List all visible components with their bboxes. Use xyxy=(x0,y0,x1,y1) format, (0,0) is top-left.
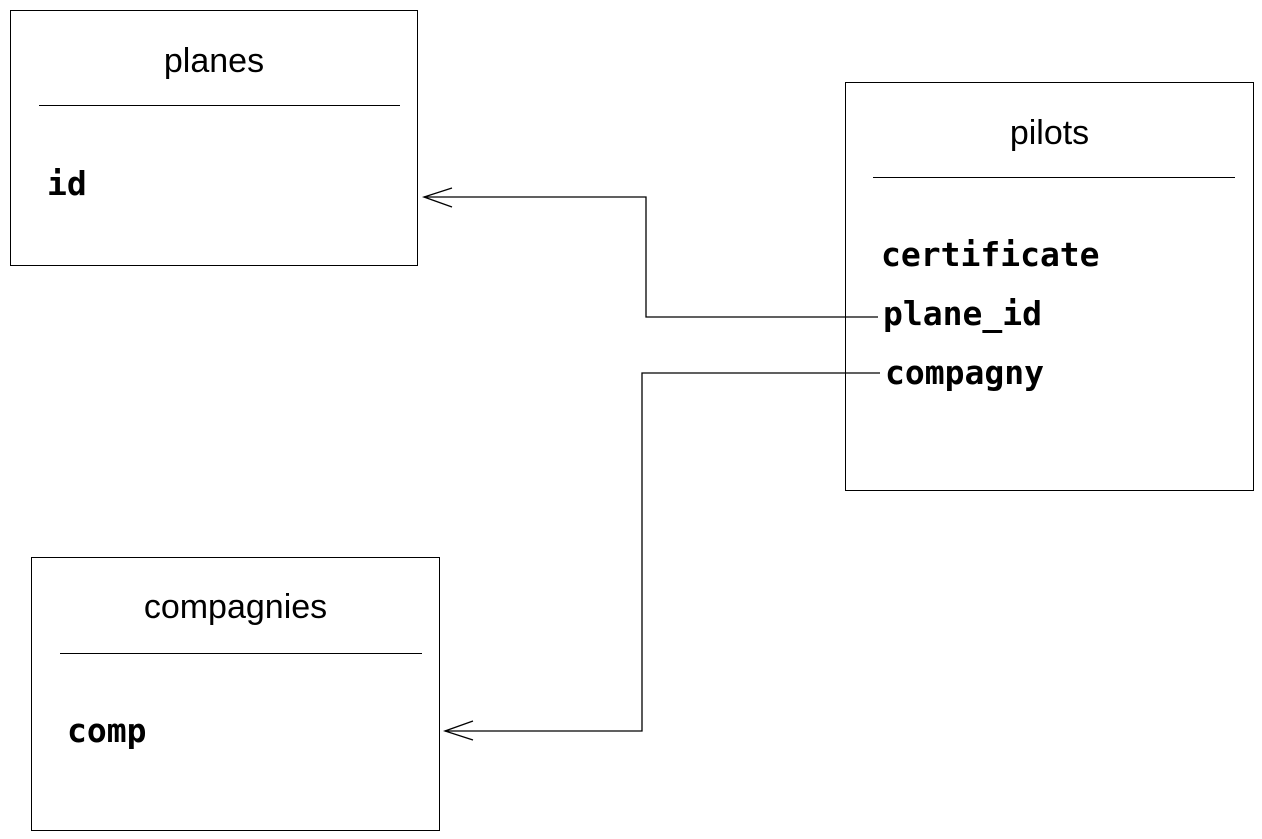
title-divider-pilots xyxy=(873,177,1235,178)
title-divider-compagnies xyxy=(60,653,422,654)
table-title-pilots: pilots xyxy=(1009,114,1090,152)
title-divider-planes xyxy=(39,105,400,106)
table-pilots: pilots certificate plane_id compagny xyxy=(845,82,1254,491)
arrowhead-icon xyxy=(421,187,453,208)
field-planes-id: id xyxy=(47,164,87,203)
arrowhead-icon xyxy=(442,720,474,741)
field-pilots-plane-id: plane_id xyxy=(883,294,1042,333)
connector-line-compagny xyxy=(445,372,880,732)
table-title-planes: planes xyxy=(163,42,265,80)
table-planes: planes id xyxy=(10,10,418,266)
relation-plane-id-to-planes xyxy=(421,187,878,318)
connector-line-plane-id xyxy=(424,196,878,318)
relation-compagny-to-compagnies xyxy=(442,372,880,741)
table-title-compagnies: compagnies xyxy=(143,588,328,626)
table-compagnies: compagnies comp xyxy=(31,557,440,831)
field-compagnies-comp: comp xyxy=(67,711,147,750)
field-pilots-compagny: compagny xyxy=(885,353,1044,392)
field-pilots-certificate: certificate xyxy=(881,235,1100,274)
